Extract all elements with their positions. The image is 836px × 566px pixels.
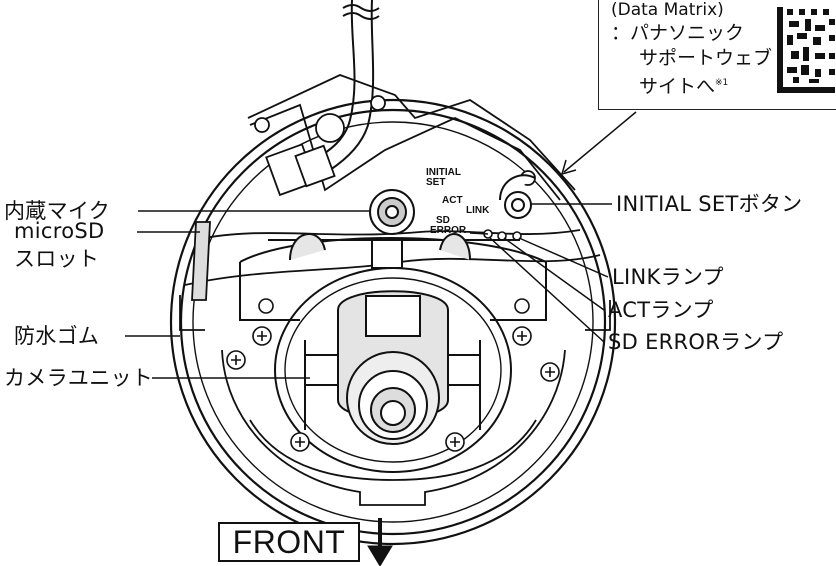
device-label-error: ERROR bbox=[430, 225, 467, 236]
device-label-set: SET bbox=[426, 177, 446, 188]
label-microsd-line1: microSD bbox=[14, 219, 105, 243]
label-mic: 内蔵マイク bbox=[4, 199, 111, 223]
lower-bracket bbox=[179, 295, 611, 506]
hinge bbox=[254, 95, 536, 197]
label-camera-unit: カメラユニット bbox=[4, 366, 154, 390]
note-line-4: サイトへ※1 bbox=[639, 72, 728, 97]
camera-mount bbox=[239, 233, 547, 321]
label-microsd-line2: スロット bbox=[14, 247, 100, 271]
label-initial-set-button: INITIAL SETボタン bbox=[616, 192, 803, 216]
front-label: FRONT bbox=[218, 522, 360, 562]
arrow-heads bbox=[560, 159, 577, 176]
screws bbox=[226, 298, 560, 452]
device-label-link: LINK bbox=[466, 205, 490, 216]
device-label-initial: INITIAL bbox=[426, 167, 461, 178]
label-gasket: 防水ゴム bbox=[14, 324, 100, 348]
camera-body bbox=[337, 290, 449, 445]
leader-lines bbox=[125, 111, 637, 379]
initial-set-button-shape bbox=[499, 174, 536, 219]
front-arrow bbox=[367, 518, 393, 566]
note-line-4-text: サイトへ bbox=[639, 75, 716, 98]
outer-housing bbox=[169, 98, 617, 546]
device-label-act: ACT bbox=[442, 195, 463, 206]
note-line-1: (Data Matrix) bbox=[611, 0, 724, 20]
cable bbox=[314, 0, 380, 171]
note-line-2: ：パナソニック bbox=[611, 22, 745, 44]
label-link-lamp: LINKランプ bbox=[612, 265, 724, 289]
note-box: (Data Matrix) ：パナソニック サポートウェブ サイトへ※1 bbox=[598, 0, 836, 110]
label-sd-error-lamp: SD ERRORランプ bbox=[608, 330, 784, 354]
microsd-slot bbox=[191, 221, 211, 301]
note-line-3: サポートウェブ bbox=[639, 47, 773, 69]
device-label-sd: SD bbox=[436, 215, 450, 226]
label-act-lamp: ACTランプ bbox=[608, 298, 714, 322]
microphone bbox=[369, 189, 415, 235]
footnote-mark: ※1 bbox=[715, 78, 729, 88]
camera-gimbal bbox=[274, 267, 512, 473]
data-matrix-code bbox=[775, 5, 836, 95]
